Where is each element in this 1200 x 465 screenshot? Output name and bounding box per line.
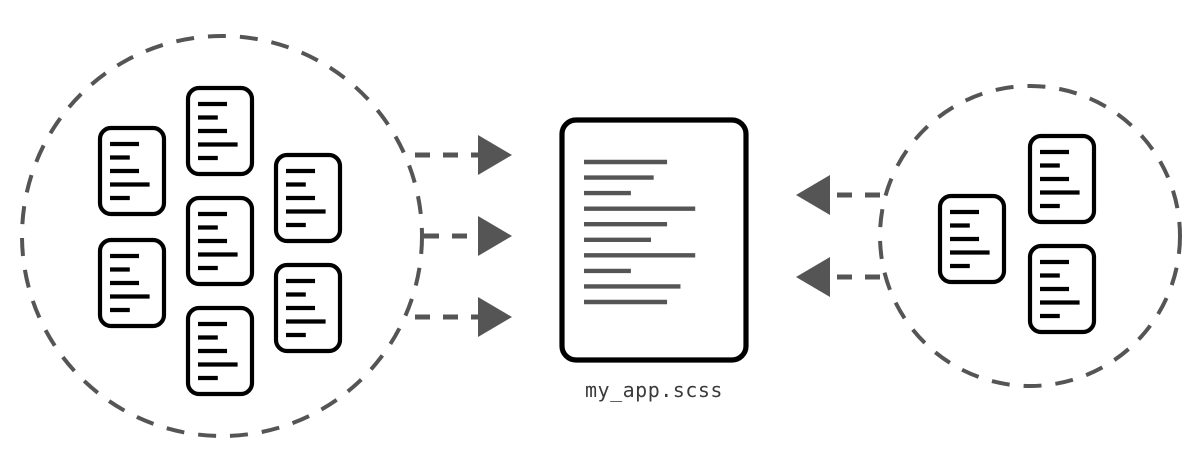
arrow-in-3 <box>415 297 512 337</box>
left-partials-group <box>20 34 424 438</box>
left-group-dashed-circle <box>20 34 424 438</box>
arrow-head-icon <box>796 257 830 297</box>
main-document-filename-label: my_app.scss <box>585 378 723 402</box>
arrow-in-2 <box>424 216 512 256</box>
right-group-dashed-circle <box>878 84 1182 388</box>
main-document-text-lines <box>584 159 696 305</box>
import-arrows-from-left <box>415 135 512 337</box>
document-card <box>937 193 1007 285</box>
arrow-head-icon <box>796 175 830 215</box>
document-card <box>1027 133 1097 225</box>
import-arrows-from-right <box>796 175 880 297</box>
arrow-head-icon <box>478 135 512 175</box>
document-card <box>273 262 343 354</box>
document-card <box>97 125 167 217</box>
document-card <box>97 237 167 329</box>
document-card <box>185 195 255 287</box>
left-document-collection <box>97 85 343 397</box>
document-card <box>185 305 255 397</box>
right-document-collection <box>937 133 1097 335</box>
document-card <box>273 152 343 244</box>
arrow-from-right-2 <box>796 257 880 297</box>
document-card <box>185 85 255 177</box>
arrow-from-right-1 <box>796 175 880 215</box>
arrow-head-icon <box>478 216 512 256</box>
main-scss-document <box>559 117 749 363</box>
arrow-in-1 <box>415 135 512 175</box>
right-partials-group <box>878 84 1182 388</box>
document-card <box>1027 243 1097 335</box>
arrow-head-icon <box>478 297 512 337</box>
